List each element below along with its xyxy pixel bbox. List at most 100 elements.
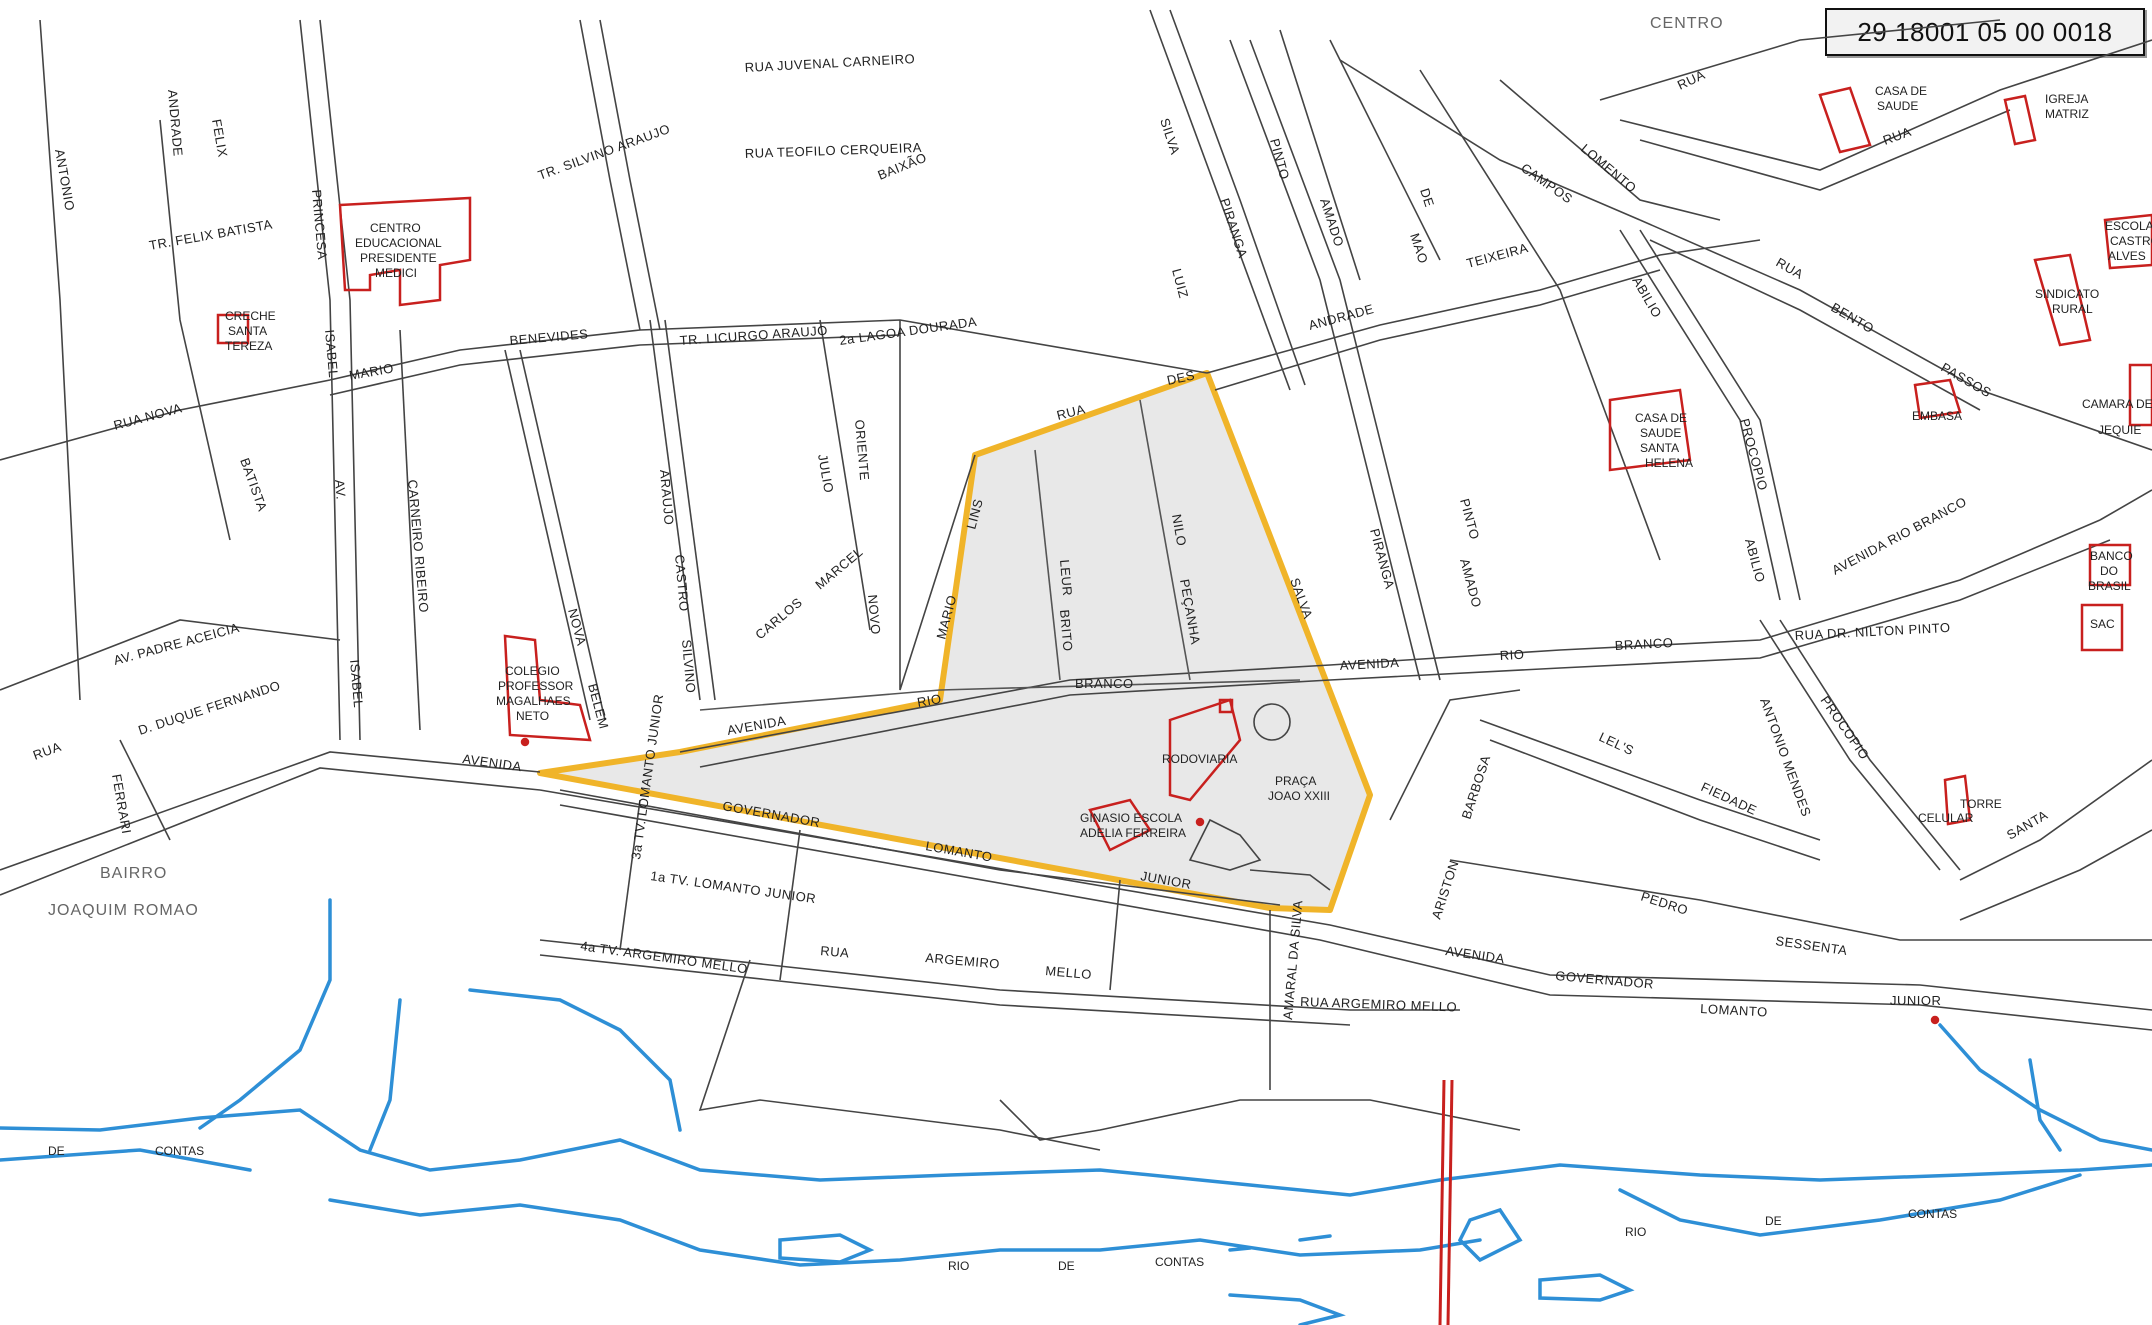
rio-arm-east	[1618, 1173, 2082, 1237]
avenida-governador-west-2	[0, 767, 541, 896]
lbl-andrade-w: ANDRADE	[165, 89, 186, 157]
svg-text:BRASIL: BRASIL	[2088, 579, 2131, 593]
place-labels: CENTRO EDUCACIONAL PRESIDENTE MEDICI CRE…	[225, 84, 2152, 840]
lbl-rua-passos: RUA	[1774, 255, 1807, 282]
lbl-mario-w: MARIO	[348, 360, 395, 383]
district-centro: CENTRO	[1650, 15, 1724, 32]
lbl-marcel: MARCEL	[812, 544, 865, 592]
rua-nilo-pecanha	[1139, 399, 1191, 681]
rua-bento-passos-2	[1649, 239, 1981, 411]
river-rio-c: RIO	[948, 1259, 969, 1273]
rua-padre	[0, 619, 341, 691]
stream-center-2	[368, 998, 402, 1152]
buildings[interactable]	[216, 86, 2152, 1025]
rua-branco-inner	[699, 679, 1301, 711]
lbl-piranga-s: PIRANGA	[1367, 527, 1398, 591]
place-sac: SAC	[2090, 617, 2115, 631]
lbl-lomanto-s: LOMANTO	[1700, 1001, 1768, 1020]
lbl-tv-lomanto: 1a TV. LOMANTO JUNIOR	[650, 868, 817, 906]
lbl-rua-ne: RUA	[1675, 67, 1708, 93]
lbl-argemiro: ARGEMIRO	[925, 950, 1001, 971]
lbl-belem: BELEM	[585, 682, 612, 731]
rua-east-edge	[2099, 489, 2152, 521]
lbl-carlos: CARLOS	[752, 595, 805, 643]
rua-south-loop	[999, 1099, 1521, 1141]
lbl-carneiro: CARNEIRO RIBEIRO	[405, 479, 432, 613]
place-ginasio: GINASIO ESCOLA ADELIA FERREIRA	[1080, 811, 1186, 840]
bridge-line-2	[1446, 1079, 1454, 1325]
census-sector[interactable]	[537, 370, 1373, 913]
svg-text:DO: DO	[2100, 564, 2118, 578]
river-contas-w: CONTAS	[155, 1144, 204, 1158]
svg-text:SANTA: SANTA	[1640, 441, 1679, 455]
lbl-de: DE	[1417, 186, 1437, 209]
rua-argemiro-2	[698, 959, 1101, 1151]
building-casa-saude-centro	[1818, 86, 1872, 154]
place-torre-celular: TORRE CELULAR	[1918, 797, 2002, 825]
place-casa-saude-centro: CASA DE SAUDE	[1875, 84, 1927, 113]
rua-campos	[1339, 59, 1641, 221]
svg-text:NETO: NETO	[516, 709, 549, 723]
bridge-line-1	[1438, 1079, 1446, 1325]
svg-text:SINDICATO: SINDICATO	[2035, 287, 2099, 301]
rua-mario-lins	[899, 320, 976, 691]
river-de-c: DE	[1058, 1259, 1075, 1273]
lbl-branco: BRANCO	[1075, 676, 1134, 691]
svg-text:ESCOLA: ESCOLA	[2105, 219, 2152, 233]
tv-lomanto-vertical-2	[779, 829, 801, 981]
district-bairro: BAIRRO	[100, 865, 167, 882]
lbl-amado: AMADO	[1317, 196, 1347, 248]
tv-lomanto-vertical	[619, 799, 641, 951]
marker-colegio	[520, 737, 530, 747]
lbl-nilo: NILO	[1169, 513, 1189, 547]
lbl-des: DES	[1166, 367, 1197, 388]
lbl-rio: RIO	[916, 691, 943, 710]
lbl-luiz: LUIZ	[1169, 267, 1191, 300]
avenida-governador-south	[539, 789, 2152, 1011]
river-contas-e: CONTAS	[1908, 1207, 1957, 1221]
building-torre	[1943, 774, 1972, 826]
rua-east-loop	[1959, 759, 2152, 881]
marker-ginasio	[1195, 817, 1205, 827]
avenida-governador-west	[0, 751, 541, 871]
lbl-felix: FELIX	[209, 118, 230, 159]
lbl-tr-silvino: TR. SILVINO ARAUJO	[536, 121, 672, 183]
rua-abilio	[1619, 229, 1781, 601]
building-igreja-matriz	[2003, 94, 2037, 146]
lbl-castro: CASTRO	[672, 554, 692, 612]
place-praca: PRAÇA JOAO XXIII	[1268, 774, 1330, 803]
praca-path	[1188, 818, 1262, 871]
svg-text:TEREZA: TEREZA	[225, 339, 272, 353]
rio-island-3	[1538, 1273, 1635, 1302]
svg-text:CRECHE: CRECHE	[225, 309, 276, 323]
praca-features	[1188, 703, 1331, 891]
lbl-tr-felix: TR. FELIX BATISTA	[148, 216, 274, 252]
stream-west	[198, 898, 332, 1130]
svg-text:BANCO: BANCO	[2090, 549, 2133, 563]
svg-text:HELENA: HELENA	[1645, 456, 1693, 470]
place-colegio: COLEGIO PROFESSOR MAGALHAES NETO	[496, 664, 574, 723]
svg-text:ADELIA FERREIRA: ADELIA FERREIRA	[1080, 826, 1186, 840]
lbl-rio-e: RIO	[1499, 647, 1524, 663]
marker-east	[1930, 1015, 1940, 1025]
rua-oriente	[819, 319, 871, 631]
rio-de-contas-north-bank	[0, 1108, 2152, 1197]
svg-text:CELULAR: CELULAR	[1918, 811, 1974, 825]
lbl-governador-s: GOVERNADOR	[1555, 968, 1655, 992]
building-sindicato	[2033, 253, 2092, 347]
rua-argemiro-mello-2	[539, 954, 1351, 1026]
lbl-barbosa: BARBOSA	[1459, 753, 1494, 821]
lbl-padre: AV. PADRE ACEICIA	[112, 620, 241, 668]
rio-dash-1	[1228, 1246, 1252, 1252]
lbl-lomento: LOMENTO	[1578, 141, 1639, 196]
building-ginasio	[1088, 798, 1152, 852]
lbl-lels: LEL'S	[1597, 729, 1637, 758]
place-escola-castro: ESCOLA CASTRO ALVES	[2105, 219, 2152, 263]
lbl-piranga: PIRANGA	[1217, 196, 1250, 260]
place-banco-brasil: BANCO DO BRASIL	[2088, 549, 2133, 593]
lbl-teixeira: TEIXEIRA	[1465, 240, 1530, 271]
lbl-rua-arg-mello: RUA ARGEMIRO MELLO	[1300, 994, 1458, 1014]
rua-centro-2	[1639, 109, 2011, 191]
svg-text:CENTRO: CENTRO	[370, 221, 421, 235]
